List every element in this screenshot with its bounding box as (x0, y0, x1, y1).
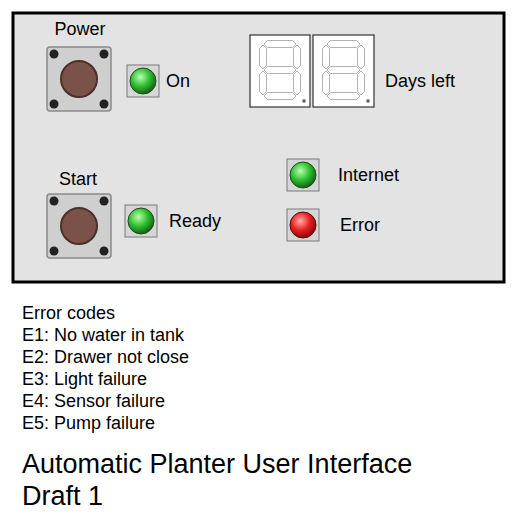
led-label: On (166, 70, 190, 92)
panel-part (287, 209, 319, 241)
error-codes-heading: Error codes (22, 302, 115, 324)
panel-part (100, 197, 109, 206)
led-indicator (287, 209, 319, 241)
digit-segment (323, 45, 330, 69)
panel-part (50, 50, 59, 59)
digit-segment (264, 93, 296, 100)
button-label: Power (54, 18, 105, 40)
digit-segment (358, 45, 365, 69)
label-text: Internet (338, 164, 399, 186)
digit-segment (294, 71, 301, 95)
panel-part (47, 194, 111, 258)
digit-segment (327, 93, 360, 100)
panel-part (287, 159, 319, 191)
led-label: Error (340, 214, 380, 236)
error-code-line: E1: No water in tank (22, 324, 184, 346)
decimal-point (367, 100, 370, 103)
panel-part (50, 197, 59, 206)
panel-part (127, 65, 159, 97)
digit-segment (358, 71, 365, 95)
panel-part (100, 100, 109, 109)
digit-segment (327, 67, 360, 74)
panel-part (290, 162, 316, 188)
digit-segment (260, 45, 267, 69)
error-code-line: E5: Pump failure (22, 412, 155, 434)
panel-part (50, 247, 59, 256)
panel-part (313, 35, 374, 107)
panel-part (130, 68, 156, 94)
label-text: Start (59, 168, 97, 190)
label-text: Days left (385, 70, 455, 92)
led-label: Internet (338, 164, 399, 186)
digit-segment (264, 41, 296, 48)
panel-part (50, 100, 59, 109)
digit-segment (327, 41, 360, 48)
error-code-line: E3: Light failure (22, 368, 147, 390)
label-text: Ready (169, 210, 221, 232)
seven-segment-display (250, 35, 374, 107)
panel-part (250, 35, 310, 107)
digit-segment (323, 71, 330, 95)
panel-part (61, 208, 97, 244)
display-label: Days left (385, 70, 455, 92)
panel-part (61, 61, 97, 97)
panel-part (128, 208, 154, 234)
label-text: On (166, 70, 190, 92)
decimal-point (303, 100, 306, 103)
digit-segment (294, 45, 301, 69)
panel-part (47, 47, 111, 111)
push-button (47, 194, 111, 258)
panel-housing (13, 13, 504, 282)
led-label: Ready (169, 210, 221, 232)
push-button (47, 47, 111, 111)
panel-part (100, 247, 109, 256)
digit-segment (264, 67, 296, 74)
label-text: Error (340, 214, 380, 236)
label-text: Power (54, 18, 105, 40)
button-label: Start (59, 168, 97, 190)
error-code-line: E4: Sensor failure (22, 390, 165, 412)
panel-part (125, 205, 157, 237)
diagram-caption: Automatic Planter User Interface Draft 1 (22, 448, 442, 513)
digit-segment (260, 71, 267, 95)
panel-part (290, 212, 316, 238)
led-indicator (287, 159, 319, 191)
error-code-line: E2: Drawer not close (22, 346, 189, 368)
led-indicator (127, 65, 159, 97)
digit-segments (260, 41, 370, 103)
panel-part (100, 50, 109, 59)
led-indicator (125, 205, 157, 237)
